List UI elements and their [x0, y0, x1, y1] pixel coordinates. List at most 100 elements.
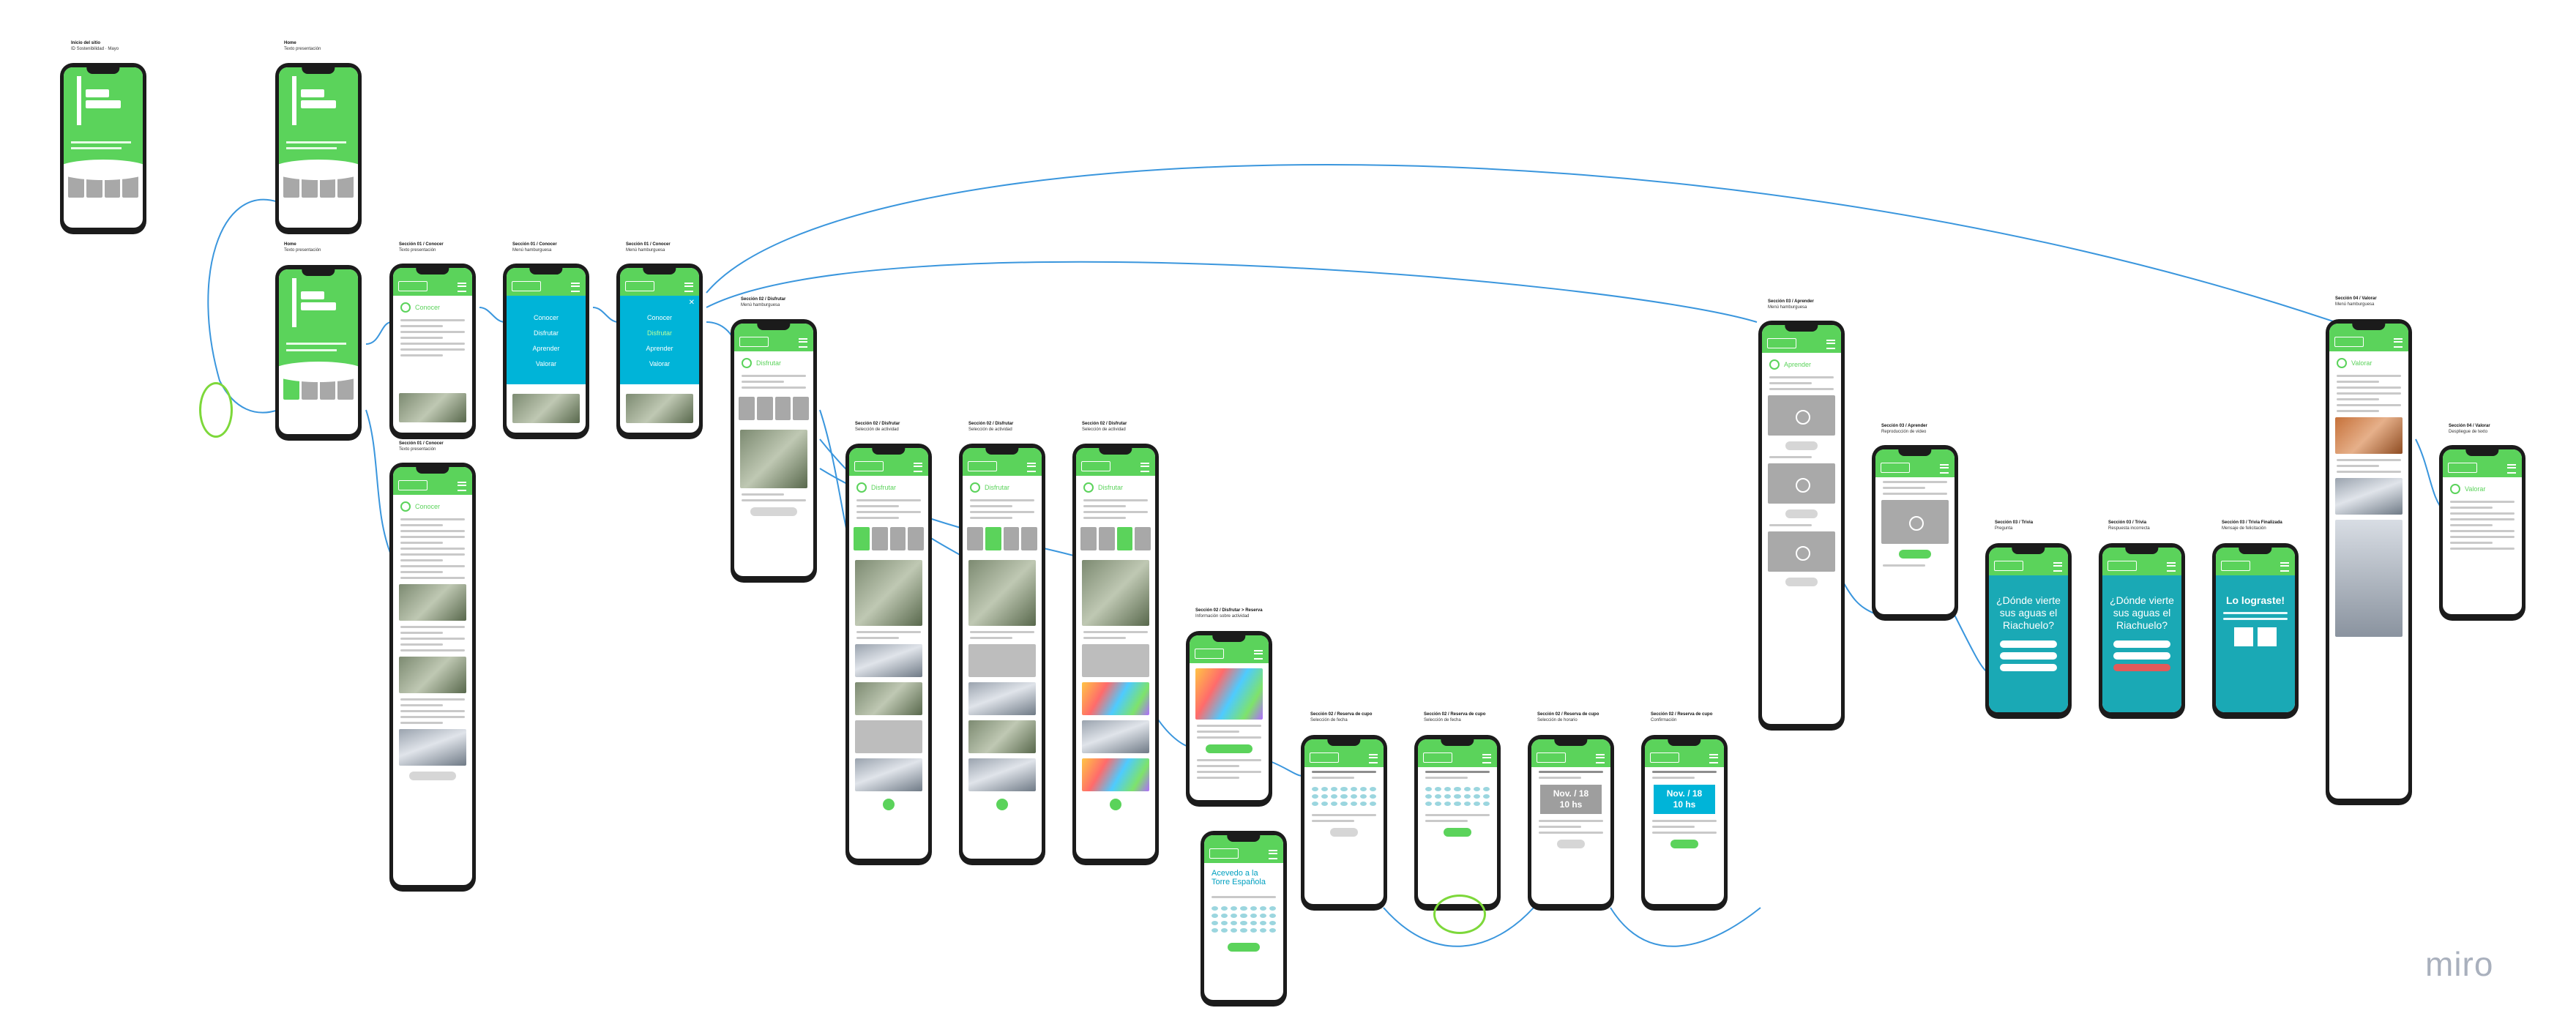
- flow-line: [1269, 761, 1304, 777]
- phone-frame-reserva-info[interactable]: [1186, 631, 1272, 807]
- phone-frame-reserva-3[interactable]: Nov. / 18 10 hs: [1528, 735, 1614, 911]
- annotation-scribble: [1433, 895, 1486, 934]
- phone-frame-trivia-done[interactable]: Lo lograste!: [2212, 543, 2299, 719]
- close-icon[interactable]: ✕: [688, 299, 695, 307]
- trivia-question: ¿Dónde vierte sus aguas el Riachuelo?: [2110, 594, 2174, 631]
- phone-frame-valorar-text[interactable]: Valorar: [2439, 445, 2525, 621]
- answer-option-wrong[interactable]: [2113, 664, 2170, 671]
- flow-line: [479, 307, 506, 323]
- annotation-scribble: [199, 382, 233, 438]
- phone-frame-reserva-1[interactable]: [1301, 735, 1387, 911]
- time-slot[interactable]: Nov. / 18 10 hs: [1540, 785, 1602, 814]
- phone-frame-valorar[interactable]: Valorar: [2326, 319, 2412, 805]
- phone-frame-aprender[interactable]: Aprender: [1758, 321, 1845, 731]
- phone-frame-inicio[interactable]: [60, 63, 146, 234]
- menu-item-aprender[interactable]: Aprender: [646, 345, 673, 352]
- phone-frame-reserva-2[interactable]: [1414, 735, 1501, 911]
- phone-frame-calendar-form[interactable]: Acevedo a la Torre Española: [1201, 831, 1287, 1007]
- flow-line: [592, 307, 619, 323]
- activity-title: Acevedo a la Torre Española: [1212, 869, 1266, 886]
- flow-line: [1610, 907, 1761, 947]
- section-title: Conocer: [415, 304, 441, 311]
- flow-line: [1156, 717, 1190, 747]
- logo-icon[interactable]: [398, 281, 428, 291]
- calendar-grid[interactable]: [1204, 902, 1283, 937]
- hamburger-menu[interactable]: Conocer Disfrutar Aprender Valorar: [507, 296, 586, 384]
- miro-logo: miro: [2425, 945, 2494, 983]
- menu-item-aprender[interactable]: Aprender: [532, 345, 560, 352]
- section-icon: [400, 302, 411, 313]
- answer-option[interactable]: [2113, 641, 2170, 648]
- flow-line: [207, 198, 279, 414]
- phone-frame-trivia[interactable]: ¿Dónde vierte sus aguas el Riachuelo?: [1985, 543, 2072, 719]
- phone-frame-video[interactable]: [1872, 445, 1958, 621]
- video-player[interactable]: [1768, 395, 1835, 436]
- phone-frame-menu-a[interactable]: Conocer Disfrutar Aprender Valorar: [503, 264, 589, 439]
- phone-frame-trivia-wrong[interactable]: ¿Dónde vierte sus aguas el Riachuelo?: [2099, 543, 2185, 719]
- menu-icon[interactable]: [458, 283, 466, 292]
- phone-frame-menu-b[interactable]: ✕ Conocer Disfrutar Aprender Valorar: [616, 264, 703, 439]
- flow-line: [365, 321, 392, 345]
- scroll-top-button[interactable]: [1110, 799, 1121, 810]
- menu-item-disfrutar[interactable]: Disfrutar: [646, 329, 672, 337]
- flow-line: [819, 409, 850, 542]
- video-player[interactable]: [1768, 531, 1835, 572]
- hamburger-menu[interactable]: ✕ Conocer Disfrutar Aprender Valorar: [620, 296, 699, 384]
- menu-item-valorar[interactable]: Valorar: [535, 360, 557, 367]
- phone-frame-home-a[interactable]: [275, 63, 362, 234]
- phone-frame-conocer[interactable]: Conocer: [389, 264, 476, 439]
- phone-frame-conocer-long[interactable]: Conocer: [389, 463, 476, 892]
- menu-item-disfrutar[interactable]: Disfrutar: [533, 329, 559, 337]
- section-title: Disfrutar: [756, 359, 782, 367]
- reservar-button[interactable]: [1205, 744, 1253, 753]
- menu-item-valorar[interactable]: Valorar: [649, 360, 671, 367]
- flow-line: [706, 321, 733, 337]
- menu-item-conocer[interactable]: Conocer: [533, 314, 559, 321]
- flow-line: [706, 164, 2336, 323]
- video-player[interactable]: [1881, 500, 1949, 544]
- scroll-top-button[interactable]: [883, 799, 895, 810]
- flow-line: [365, 409, 392, 557]
- answer-option[interactable]: [2000, 641, 2057, 648]
- phone-frame-disfrutar-1[interactable]: Disfrutar: [845, 444, 932, 865]
- phone-frame-disfrutar-3[interactable]: Disfrutar: [1072, 444, 1159, 865]
- video-player[interactable]: [1768, 463, 1835, 504]
- flow-line: [706, 261, 1758, 323]
- time-slot-selected[interactable]: Nov. / 18 10 hs: [1654, 785, 1715, 814]
- phone-frame-home-b[interactable]: [275, 265, 362, 441]
- phone-frame-reserva-4[interactable]: Nov. / 18 10 hs: [1641, 735, 1728, 911]
- answer-option[interactable]: [2000, 652, 2057, 660]
- section-title: Conocer: [415, 503, 441, 510]
- trivia-question: ¿Dónde vierte sus aguas el Riachuelo?: [1996, 594, 2061, 631]
- answer-option[interactable]: [2113, 652, 2170, 660]
- phone-frame-disfrutar-2[interactable]: Disfrutar: [959, 444, 1045, 865]
- phone-frame-disfrutar[interactable]: Disfrutar: [731, 319, 817, 583]
- scroll-top-button[interactable]: [996, 799, 1008, 810]
- menu-item-conocer[interactable]: Conocer: [646, 314, 673, 321]
- answer-option[interactable]: [2000, 664, 2057, 671]
